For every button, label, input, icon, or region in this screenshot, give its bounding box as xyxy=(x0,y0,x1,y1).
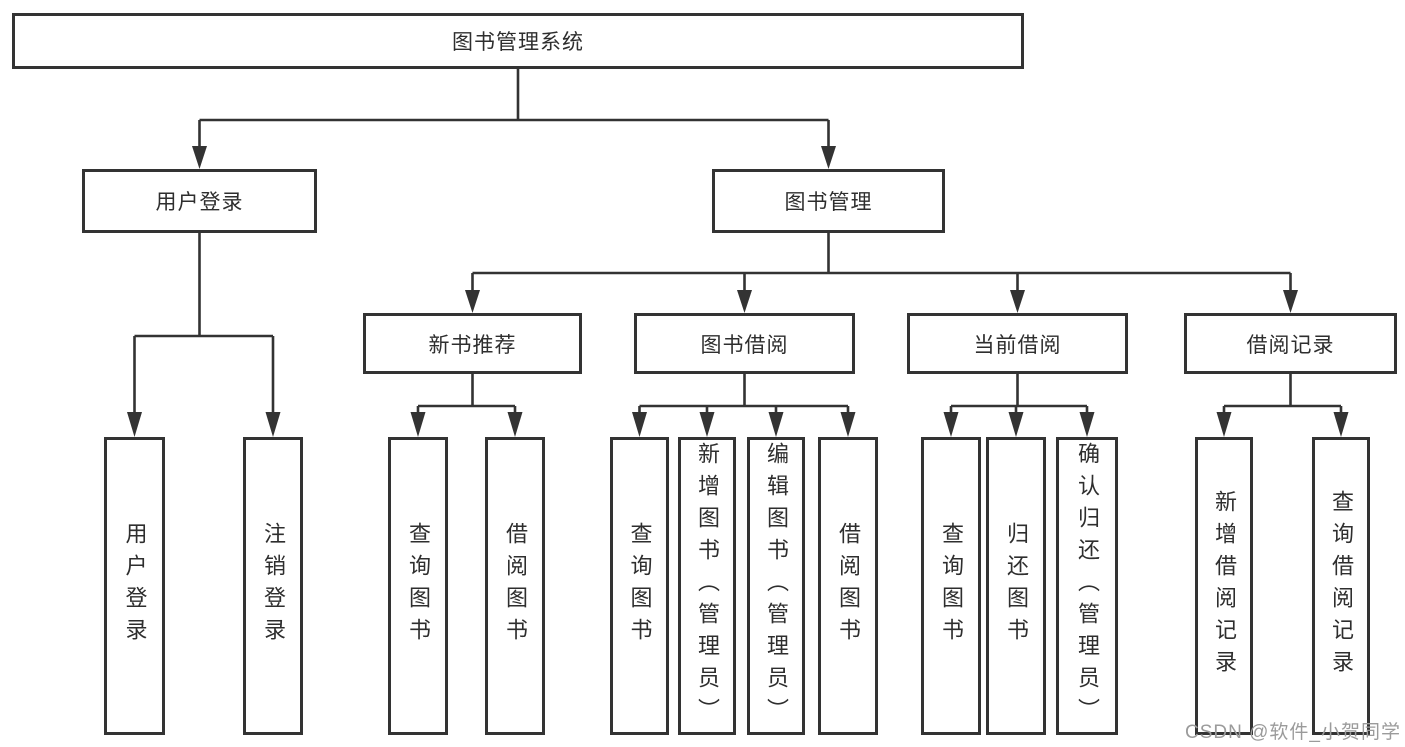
node-label: 查询图书 xyxy=(627,522,653,650)
leaf-query-borrow-record: 查询借阅记录 xyxy=(1312,437,1370,735)
node-label: 图书管理系统 xyxy=(452,31,584,54)
node-borrowing-records: 借阅记录 xyxy=(1184,313,1397,374)
node-user-login: 用户登录 xyxy=(82,169,317,233)
leaf-query-books-recommend: 查询图书 xyxy=(388,437,448,735)
node-new-book-recommendation: 新书推荐 xyxy=(363,313,582,374)
node-label: 归还图书 xyxy=(1004,522,1029,650)
watermark: CSDN @软件_小贺同学 xyxy=(1185,722,1401,743)
leaf-user-login: 用户登录 xyxy=(104,437,165,735)
node-label: 用户登录 xyxy=(122,522,148,650)
leaf-edit-book-admin: 编辑图书（管理员） xyxy=(747,437,805,735)
node-label: 新增借阅记录 xyxy=(1212,490,1237,682)
node-label: 查询图书 xyxy=(939,522,964,650)
node-library-system: 图书管理系统 xyxy=(12,13,1024,69)
node-book-management: 图书管理 xyxy=(712,169,945,233)
node-label: 图书管理 xyxy=(784,191,873,214)
leaf-logout: 注销登录 xyxy=(243,437,303,735)
leaf-return-book: 归还图书 xyxy=(986,437,1046,735)
node-current-borrowing: 当前借阅 xyxy=(907,313,1128,374)
node-label: 查询图书 xyxy=(406,522,431,650)
node-label: 新增图书（管理员） xyxy=(695,442,720,730)
node-label: 当前借阅 xyxy=(973,333,1062,357)
leaf-query-books-current: 查询图书 xyxy=(921,437,981,735)
node-label: 注销登录 xyxy=(261,522,286,650)
node-label: 编辑图书（管理员） xyxy=(764,442,789,730)
node-book-borrowing: 图书借阅 xyxy=(634,313,855,374)
leaf-add-book-admin: 新增图书（管理员） xyxy=(678,437,736,735)
node-label: 图书借阅 xyxy=(700,333,789,357)
leaf-borrow-books: 借阅图书 xyxy=(818,437,878,735)
node-label: 新书推荐 xyxy=(428,333,517,357)
node-label: 借阅图书 xyxy=(503,522,528,650)
node-label: 借阅图书 xyxy=(836,522,861,650)
leaf-confirm-return-admin: 确认归还（管理员） xyxy=(1056,437,1118,735)
node-label: 确认归还（管理员） xyxy=(1075,442,1100,730)
node-label: 用户登录 xyxy=(155,191,244,214)
leaf-add-borrow-record: 新增借阅记录 xyxy=(1195,437,1253,735)
node-label: 借阅记录 xyxy=(1246,333,1335,357)
node-label: 查询借阅记录 xyxy=(1329,490,1354,682)
leaf-borrow-books-recommend: 借阅图书 xyxy=(485,437,545,735)
arrowheads xyxy=(127,146,1349,437)
leaf-query-books-borrowing: 查询图书 xyxy=(610,437,669,735)
